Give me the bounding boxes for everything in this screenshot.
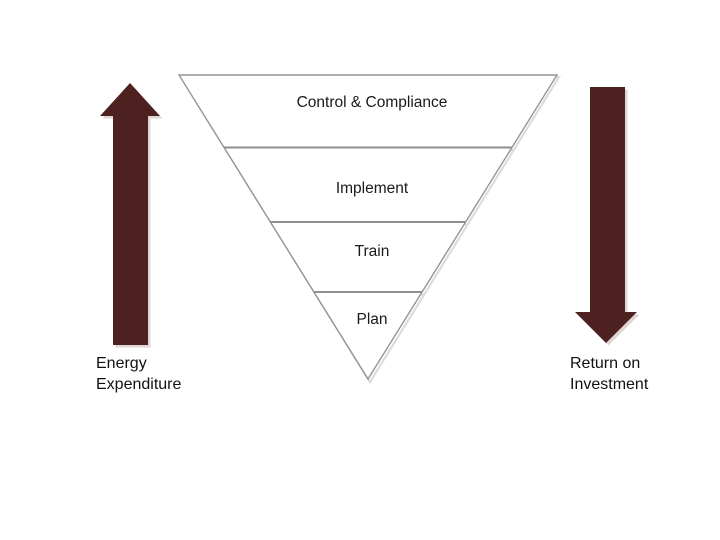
up-arrow-shape — [100, 83, 160, 345]
down-arrow-shape — [575, 87, 637, 343]
funnel-divider-lines — [224, 146, 512, 293]
down-arrow-label-return-on-investment: Return on Investment — [570, 355, 649, 393]
funnel-level-label-implement: Implement — [335, 180, 409, 197]
up-arrow-label-energy-expenditure: Energy Expenditure — [96, 355, 182, 393]
funnel-level-label-train: Train — [354, 243, 390, 260]
funnel-level-label-control-compliance: Control & Compliance — [296, 94, 448, 111]
funnel-level-label-plan: Plan — [356, 311, 388, 328]
funnel-triangle — [177, 74, 559, 381]
